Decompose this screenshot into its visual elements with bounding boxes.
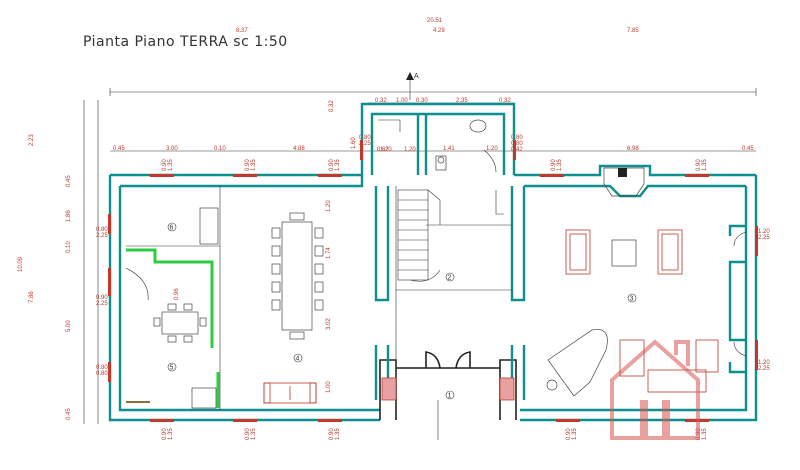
win-label-8: 0.901.35 bbox=[329, 428, 341, 440]
dim-total-width: 20.51 bbox=[427, 18, 443, 24]
top-dimensions: 20.51 8.37 4.29 7.85 0.32 1.00 0.30 2.35… bbox=[109, 18, 757, 153]
fridge bbox=[199, 207, 219, 245]
side-doors bbox=[733, 231, 747, 357]
dim-302: 3.02 bbox=[326, 318, 332, 330]
dim-upper-4: 2.35 bbox=[456, 98, 468, 104]
win-label-3: 0.901.35 bbox=[329, 159, 341, 171]
win-label-9: 0.901.35 bbox=[566, 428, 578, 440]
dim-120: 1.20 bbox=[326, 200, 332, 212]
dim-upper-2: 1.00 bbox=[396, 98, 408, 104]
dim-left-e: 5.00 bbox=[66, 320, 72, 332]
dim-row2-1: 0.45 bbox=[113, 146, 125, 152]
dim-042: 0.42 bbox=[511, 147, 523, 153]
dim-row2-9: 0.45 bbox=[742, 146, 754, 152]
dim-row2-7: 1.20 bbox=[486, 146, 498, 152]
windows bbox=[108, 140, 758, 422]
dim-row2-4: 4.88 bbox=[293, 146, 305, 152]
room-1: 1 bbox=[448, 393, 452, 400]
dim-080c: 0.80 bbox=[511, 141, 523, 147]
dim-032-vert: 0.32 bbox=[329, 100, 335, 112]
dim-left-f: 0.45 bbox=[66, 408, 72, 420]
dim-row2-8: 6.98 bbox=[627, 146, 639, 152]
dim-left-inner: 7.86 bbox=[29, 291, 35, 303]
room-2: 2 bbox=[448, 275, 452, 282]
dim-left-total: 10.09 bbox=[18, 256, 24, 272]
room-3: 3 bbox=[630, 296, 634, 303]
dim-174: 1.74 bbox=[326, 247, 332, 259]
dim-right-width: 7.85 bbox=[627, 28, 639, 34]
dim-left-b: 0.45 bbox=[66, 175, 72, 187]
dim-left-a: 2.23 bbox=[29, 134, 35, 146]
room-4: 4 bbox=[296, 356, 300, 363]
room-numbers: 6 5 4 2 3 1 bbox=[167, 222, 637, 400]
dim-096: 0.96 bbox=[174, 288, 180, 300]
dim-row2-2: 3.00 bbox=[166, 146, 178, 152]
dining-table bbox=[271, 212, 324, 340]
dim-080a: 0.80 bbox=[359, 135, 371, 141]
kitchen-table bbox=[125, 267, 207, 343]
dim-upper-5: 0.32 bbox=[499, 98, 511, 104]
kitchen-counters bbox=[126, 207, 220, 409]
living-furniture bbox=[546, 167, 719, 397]
plan-title: Pianta Piano TERRA sc 1:50 bbox=[83, 34, 288, 50]
interior-lines bbox=[126, 186, 512, 410]
interior-dims: 1.20 1.74 3.02 1.00 0.96 1.20 bbox=[174, 147, 392, 393]
dim-row2-5: 1.60 bbox=[351, 137, 357, 149]
sofa-dining bbox=[263, 382, 317, 404]
watermark-house-icon bbox=[610, 339, 700, 440]
dim-100: 1.00 bbox=[326, 381, 332, 393]
win-label-6: 0.901.35 bbox=[162, 428, 174, 440]
win-label-2: 0.901.35 bbox=[245, 159, 257, 171]
section-arrow: A bbox=[406, 72, 419, 100]
entrance-door bbox=[381, 351, 515, 440]
section-label: A bbox=[414, 73, 419, 80]
dim-row2-3: 0.10 bbox=[214, 146, 226, 152]
win-label-7: 0.901.35 bbox=[245, 428, 257, 440]
dim-120-top: 1.20 bbox=[404, 147, 416, 153]
win-label-5: 0.901.35 bbox=[696, 159, 708, 171]
bathroom-fixtures bbox=[378, 119, 504, 215]
dim-left-width: 8.37 bbox=[236, 28, 248, 34]
dim-mid-width: 4.29 bbox=[433, 28, 445, 34]
win-label-4: 0.901.35 bbox=[551, 159, 563, 171]
dim-upper-3: 0.30 bbox=[416, 98, 428, 104]
dim-120-bath: 1.20 bbox=[380, 147, 392, 153]
room-5: 5 bbox=[170, 365, 174, 372]
window-dims: 0.901.35 0.901.35 0.901.35 0.901.35 0.90… bbox=[96, 159, 770, 440]
dim-062: 0.62 bbox=[377, 147, 389, 153]
left-dimensions: 10.09 7.86 2.23 0.45 1.86 0.10 5.00 0.45 bbox=[18, 100, 99, 424]
dim-left-d: 0.10 bbox=[66, 241, 72, 253]
staircase bbox=[397, 189, 441, 282]
dim-left-c: 1.86 bbox=[66, 210, 72, 222]
oven bbox=[191, 387, 217, 409]
room-6: 6 bbox=[170, 225, 174, 232]
win-label-1: 0.901.35 bbox=[162, 159, 174, 171]
dim-upper-1: 0.32 bbox=[375, 98, 387, 104]
dim-080b: 0.80 bbox=[511, 135, 523, 141]
dim-225a: 2.25 bbox=[359, 141, 371, 147]
dim-row2-6: 1.41 bbox=[443, 146, 455, 152]
